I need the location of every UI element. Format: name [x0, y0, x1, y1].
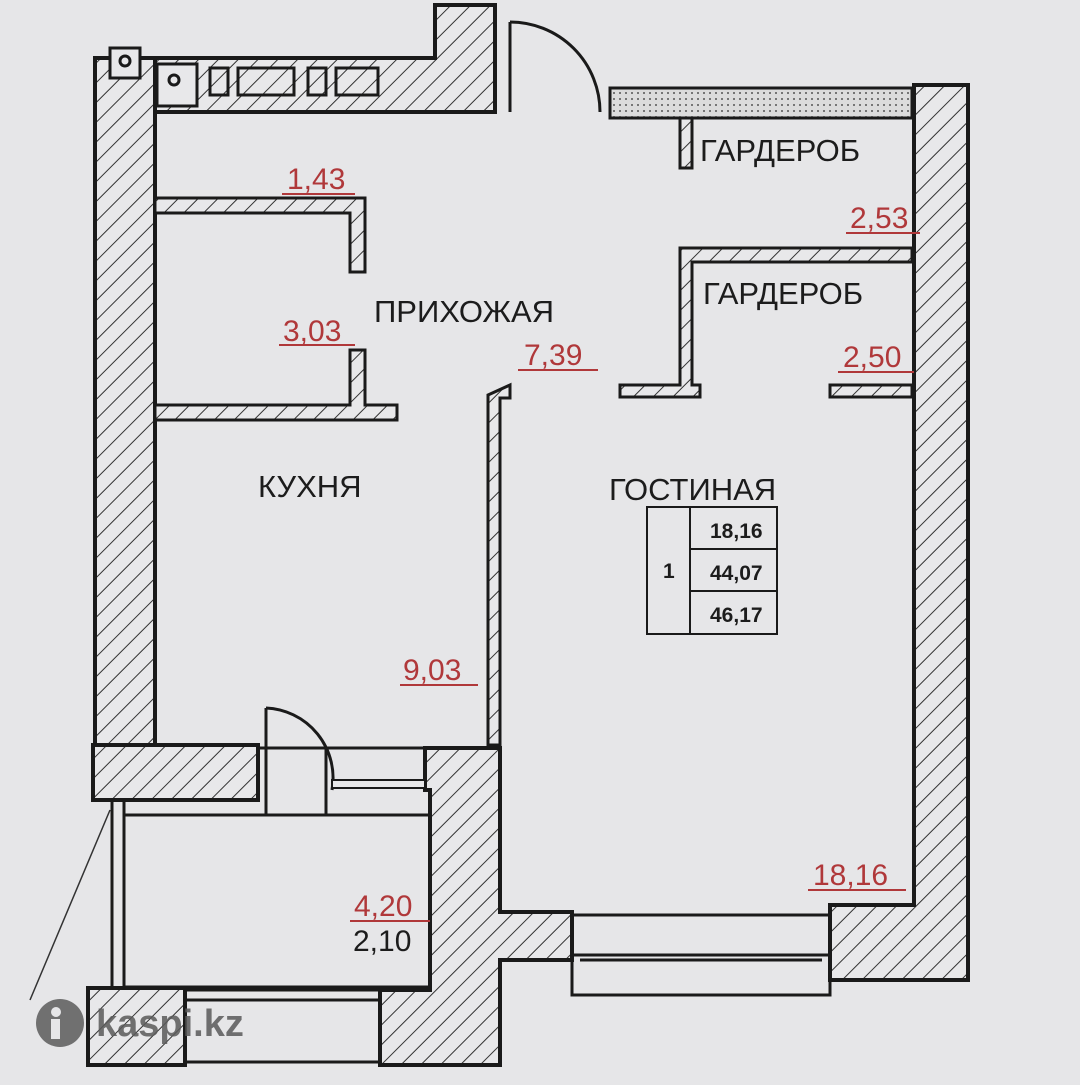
- wardrobe-1-area: 2,53: [850, 202, 908, 235]
- total-area-value: 44,07: [710, 562, 763, 585]
- total-with-balcony-value: 46,17: [710, 604, 763, 627]
- interior-partitions: [153, 116, 914, 747]
- wardrobe-1-label: ГАРДЕРОБ: [700, 133, 860, 168]
- living-room-area: 18,16: [813, 859, 888, 892]
- hallway-label: ПРИХОЖАЯ: [374, 294, 554, 329]
- entrance-door: [508, 20, 602, 113]
- living-area-value: 18,16: [710, 520, 763, 543]
- balcony-door: [258, 706, 426, 815]
- bathroom-2-area: 3,03: [283, 315, 341, 348]
- ventilation-shafts: [108, 46, 380, 108]
- wardrobe-2-label: ГАРДЕРОБ: [703, 276, 863, 311]
- watermark-text: kaspi.kz: [96, 1003, 244, 1045]
- living-room-window: [570, 913, 832, 997]
- dimension-leader-line: [29, 809, 111, 1001]
- living-room-label: ГОСТИНАЯ: [609, 472, 776, 507]
- balcony-area: 4,20: [354, 890, 412, 923]
- summary-table: 1 18,16 44,07 46,17: [646, 506, 778, 635]
- wardrobe-2-area: 2,50: [843, 341, 901, 374]
- hallway-area: 7,39: [524, 339, 582, 372]
- balcony-reduced-area: 2,10: [353, 925, 411, 958]
- facade-slab: [608, 86, 914, 120]
- kitchen-label: КУХНЯ: [258, 469, 362, 504]
- bathroom-1-area: 1,43: [287, 163, 345, 196]
- rooms-count: 1: [663, 560, 675, 583]
- balcony: [110, 800, 432, 1064]
- kaspi-watermark: kaspi.kz: [36, 999, 244, 1047]
- kitchen-area: 9,03: [403, 654, 461, 687]
